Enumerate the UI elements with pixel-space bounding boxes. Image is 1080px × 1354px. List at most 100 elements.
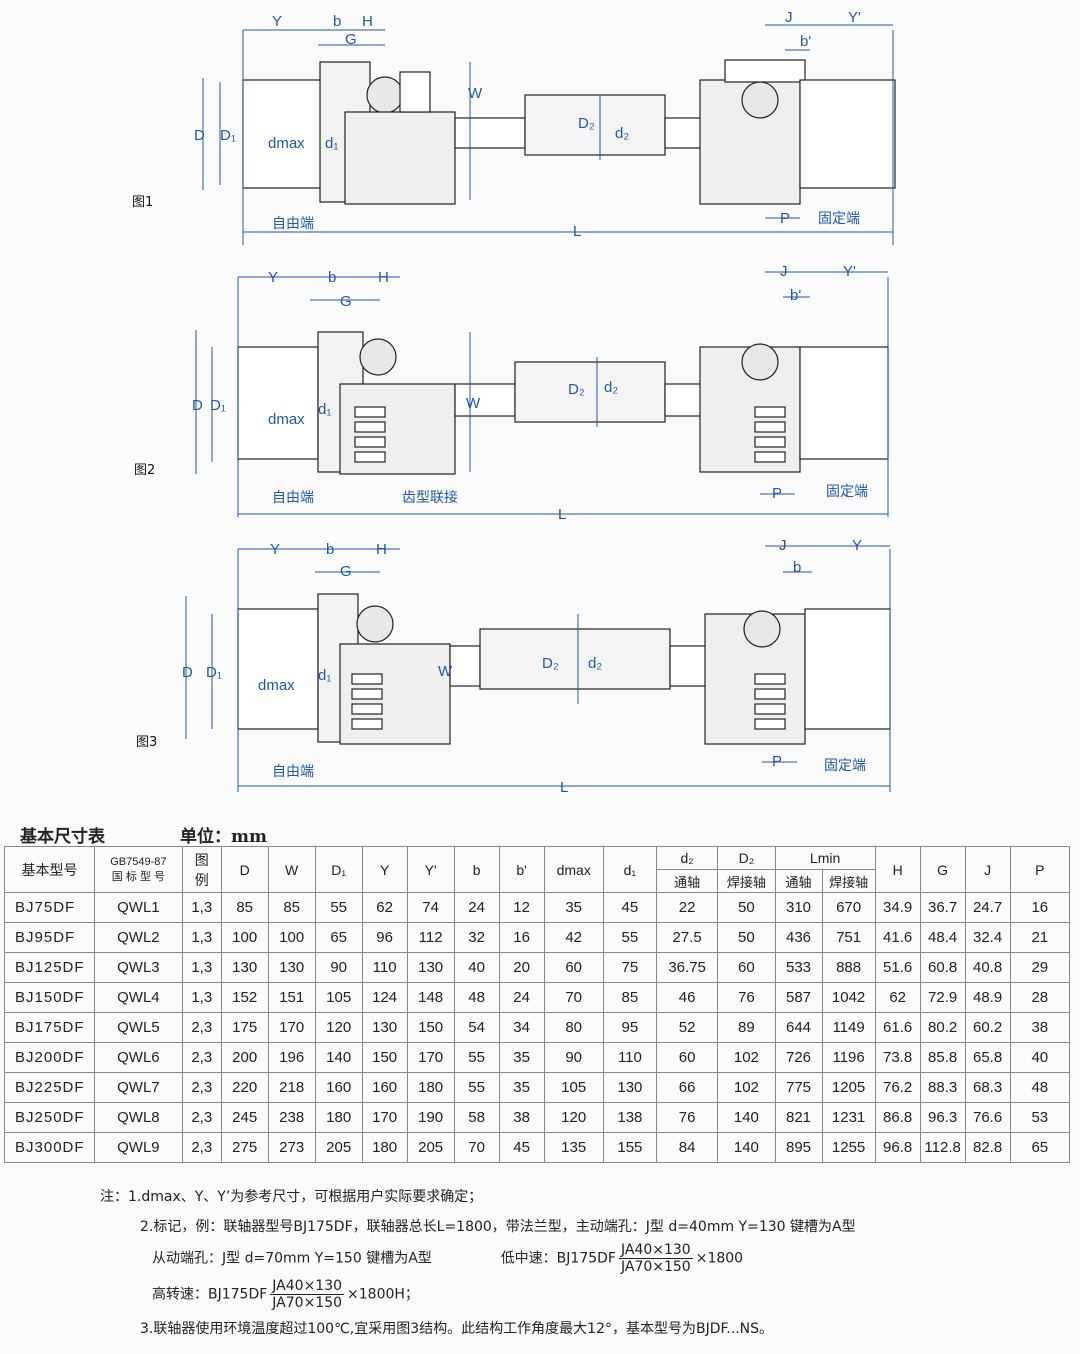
col-header-W: W [267, 846, 316, 893]
dim-b: b [333, 13, 341, 30]
table-cell: 50 [717, 892, 776, 923]
col-subheader-D2: 焊接轴 [717, 869, 776, 893]
dim-W: W [468, 85, 483, 102]
dim-D: D [182, 664, 193, 681]
table-cell: 130 [361, 1012, 408, 1043]
table-cell: 41.6 [874, 922, 921, 953]
note-1-prefix: 注：1. [100, 1189, 142, 1205]
table-cell: 110 [361, 952, 408, 983]
table-cell: 90 [314, 952, 363, 983]
fixed-end-label: 固定端 [818, 211, 860, 227]
table-cell: 96 [361, 922, 408, 953]
table-cell: 152 [220, 982, 269, 1013]
table-cell: 670 [821, 892, 876, 923]
table-cell: 32 [453, 922, 500, 953]
table-cell: 775 [774, 1072, 823, 1103]
table-cell: 150 [361, 1042, 408, 1073]
table-cell: 75 [602, 952, 657, 983]
table-cell: 120 [314, 1012, 363, 1043]
dim-b: b [326, 541, 334, 558]
table-cell: 58 [453, 1102, 500, 1133]
table-cell: 180 [361, 1132, 408, 1163]
dim-L: L [573, 223, 581, 240]
table-cell: 138 [602, 1102, 657, 1133]
table-cell: 275 [220, 1132, 269, 1163]
table-cell: 130 [220, 952, 269, 983]
table-cell: 76.6 [964, 1102, 1011, 1133]
table-cell: 190 [406, 1102, 455, 1133]
col-header-b: b [453, 846, 500, 893]
table-cell: 38 [1009, 1012, 1071, 1043]
table-cell: 2,3 [181, 1012, 222, 1043]
table-cell: 105 [314, 982, 363, 1013]
table-cell: 130 [267, 952, 316, 983]
table-cell: 2,3 [181, 1102, 222, 1133]
note-1: 注：1.dmax、Y、Y’为参考尺寸，可根据用户实际要求确定； [100, 1182, 1060, 1212]
table-cell: 196 [267, 1042, 316, 1073]
dim-L: L [560, 779, 568, 796]
table-cell: 644 [774, 1012, 823, 1043]
table-cell: QWL3 [93, 952, 183, 983]
table-cell: 150 [406, 1012, 455, 1043]
table-cell: 436 [774, 922, 823, 953]
fixed-end-label: 固定端 [826, 484, 868, 500]
dim-d1: d₁ [318, 401, 331, 418]
free-end-label: 自由端 [272, 490, 314, 506]
col-header-Lmin: Lmin [774, 846, 876, 870]
table-cell: 55 [453, 1042, 500, 1073]
table-cell: 52 [655, 1012, 719, 1043]
table-cell: 102 [717, 1072, 776, 1103]
table-cell: 60.8 [919, 952, 966, 983]
table-cell: 533 [774, 952, 823, 983]
table-cell: 175 [220, 1012, 269, 1043]
table-cell: 68.3 [964, 1072, 1011, 1103]
dim-H: H [362, 13, 373, 30]
table-cell: 2,3 [181, 1132, 222, 1163]
table-cell: 120 [543, 1102, 604, 1133]
table-cell: 180 [406, 1072, 455, 1103]
table-cell: 82.8 [964, 1132, 1011, 1163]
dim-D1: D₁ [220, 127, 236, 144]
table-cell: 100 [220, 922, 269, 953]
table-cell: 180 [314, 1102, 363, 1133]
gear-connection-label: 齿型联接 [402, 489, 458, 506]
table-cell: 170 [406, 1042, 455, 1073]
dim-D1: D₁ [210, 397, 226, 414]
table-cell: 48.9 [964, 982, 1011, 1013]
table-cell: 29 [1009, 952, 1071, 983]
dim-J: J [785, 9, 793, 26]
table-cell: 73.8 [874, 1042, 921, 1073]
note-1-text: dmax、Y、Y’为参考尺寸，可根据用户实际要求确定； [141, 1189, 483, 1205]
table-cell: 170 [361, 1102, 408, 1133]
table-cell: 85 [602, 982, 657, 1013]
table-cell: BJ175DF [4, 1012, 95, 1043]
dim-D2: D₂ [542, 655, 559, 672]
table-cell: 24 [453, 892, 500, 923]
table-cell: 60.2 [964, 1012, 1011, 1043]
table-cell: 170 [267, 1012, 316, 1043]
high-speed-denominator: JA70×150 [272, 1295, 343, 1311]
table-cell: 24.7 [964, 892, 1011, 923]
table-cell: QWL2 [93, 922, 183, 953]
table-cell: 1255 [821, 1132, 876, 1163]
table-cell: 1196 [821, 1042, 876, 1073]
table-cell: 70 [543, 982, 604, 1013]
table-cell: BJ200DF [4, 1042, 95, 1073]
table-cell: 587 [774, 982, 823, 1013]
dim-P: P [780, 210, 790, 227]
table-cell: 40 [453, 952, 500, 983]
low-speed-numerator: JA40×130 [618, 1242, 693, 1259]
dim-b: b [793, 559, 801, 576]
table-cell: 76 [717, 982, 776, 1013]
table-cell: 48.4 [919, 922, 966, 953]
table-cell: 80 [543, 1012, 604, 1043]
table-cell: 76 [655, 1102, 719, 1133]
table-cell: 74 [406, 892, 455, 923]
table-cell: 100 [267, 922, 316, 953]
table-cell: 751 [821, 922, 876, 953]
table-cell: QWL9 [93, 1132, 183, 1163]
table-cell: 66 [655, 1072, 719, 1103]
